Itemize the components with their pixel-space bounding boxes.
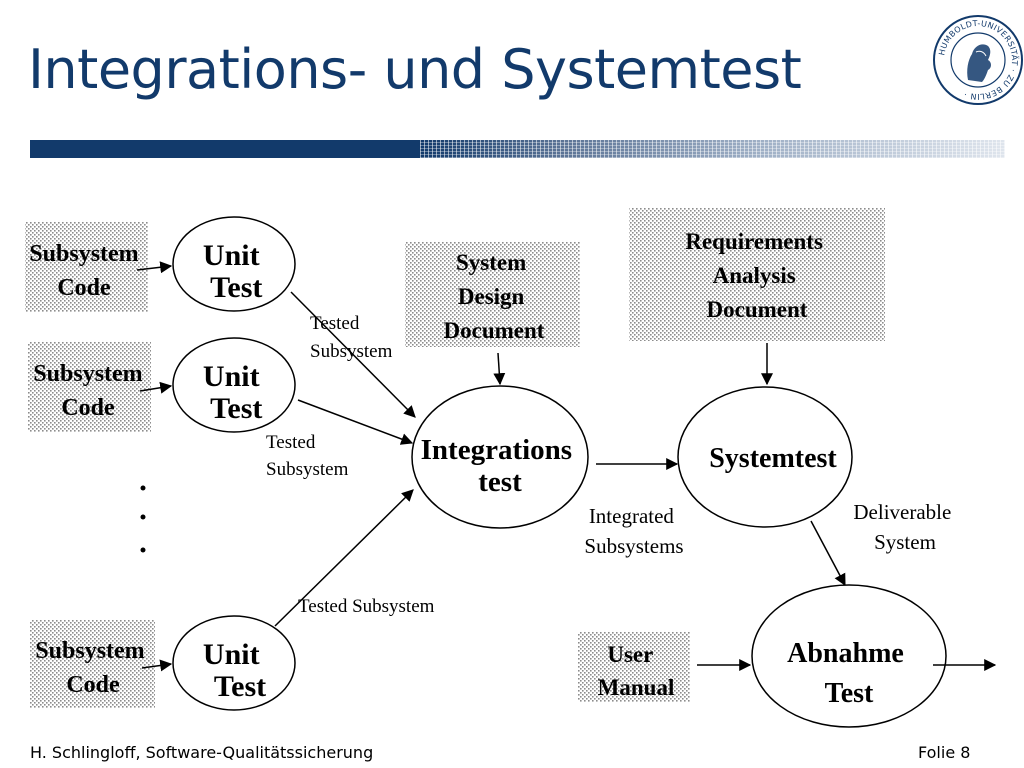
requirements-line3: Document [707, 297, 808, 322]
continuation-dot-3 [140, 547, 146, 553]
subsystem-code-1-line1: Subsystem [29, 241, 138, 267]
user-manual-line1: User [607, 642, 653, 667]
unit-test-3-line1: Unit [203, 638, 260, 671]
arrow-unit1-to-integration [290, 291, 416, 418]
unit-test-node-3 [172, 615, 296, 711]
integration-test-line2: test [478, 466, 522, 498]
svg-text:Integrated Subsystems: Integrated Subsystems [584, 504, 683, 558]
tested-subsystem-label-3: Tested Subsystem [298, 596, 435, 617]
system-design-line2: Design [458, 284, 525, 309]
tested-subsystem-label-1-line1: Tested [310, 313, 360, 334]
svg-text:Unit Test Unit Tes: Unit Test Unit Test Unit Test [203, 239, 270, 703]
continuation-dot-2 [140, 514, 146, 520]
subsystem-code-box-1 [25, 222, 148, 312]
subsystem-code-2-line1: Subsystem [33, 361, 142, 387]
arrow-design-to-integration [493, 352, 506, 386]
unit-test-1-line1: Unit [203, 239, 260, 272]
user-manual-box [578, 632, 690, 702]
unit-test-2-line2: Test [210, 392, 262, 425]
footer-slide-number: Folie 8 [918, 743, 971, 762]
university-seal-logo: HUMBOLDT-UNIVERSITÄT · ZU BERLIN · [933, 15, 1023, 105]
acceptance-test-node [751, 584, 947, 728]
system-design-line3: Document [444, 318, 545, 343]
tested-subsystem-label-1-line2: Subsystem [310, 341, 393, 362]
subsystem-code-1-line2: Code [57, 275, 111, 301]
integration-test-line1: Integrations [421, 434, 572, 466]
deliverable-system-line1: Deliverable [853, 500, 951, 524]
integrated-subsystems-line1: Integrated [589, 504, 675, 528]
title-underline-texture [420, 140, 1005, 158]
unit-test-3-line2: Test [214, 670, 266, 703]
arrow-code-to-unit-3 [141, 659, 173, 672]
requirements-line2: Analysis [713, 263, 796, 288]
continuation-dot-1 [140, 485, 146, 491]
requirements-document-box [629, 208, 885, 341]
unit-test-node-2 [172, 337, 296, 433]
subsystem-code-box-3 [30, 620, 155, 708]
arrow-unit2-to-integration [297, 399, 414, 445]
integrated-subsystems-line2: Subsystems [584, 534, 683, 558]
unit-test-2-line1: Unit [203, 360, 260, 393]
integration-test-node [411, 385, 589, 529]
acceptance-test-line2: Test [825, 678, 874, 709]
subsystem-code-3-line1: Subsystem [35, 638, 144, 664]
svg-text:Abnahme Test: Abnahme Test [787, 638, 911, 709]
footer-author-course: H. Schlingloff, Software-Qualitätssicher… [30, 743, 374, 762]
arrow-code-to-unit-1 [136, 261, 173, 274]
requirements-line1: Requirements [685, 229, 823, 254]
unit-test-1-line2: Test [210, 271, 262, 304]
arrow-code-to-unit-2 [139, 381, 173, 394]
subsystem-code-box-2 [28, 342, 151, 432]
tested-subsystem-label-2-line2: Subsystem [266, 459, 349, 480]
systemtest-node [677, 386, 853, 528]
acceptance-test-line1: Abnahme [787, 638, 904, 669]
svg-text:System Design Document: System Design Document [444, 250, 545, 343]
svg-text:Requirements Analysis: Requirements Analysis Document [685, 229, 828, 322]
subsystem-code-3-line2: Code [66, 672, 120, 698]
svg-text:Deliverable System: Deliverable System [853, 500, 956, 554]
arrow-unit3-to-integration [274, 489, 414, 627]
deliverable-system-line2: System [874, 530, 936, 554]
unit-test-node-1 [172, 216, 296, 312]
svg-text:Integrations test: Integrations test [421, 434, 580, 498]
arrow-systemtest-to-acceptance [810, 520, 846, 587]
systemtest-label: Systemtest [709, 443, 837, 474]
tested-subsystem-label-2-line1: Tested [266, 432, 316, 453]
subsystem-code-2-line2: Code [61, 395, 115, 421]
user-manual-line2: Manual [598, 675, 675, 700]
svg-text:Tested Subsystem Teste: Tested Subsystem Tested Subsystem Tested… [266, 313, 435, 617]
svg-text:Systemtest: Systemtest [709, 443, 837, 474]
system-design-line1: System [456, 250, 526, 275]
svg-text:User Manual: User Manual [598, 642, 675, 700]
page-title: Integrations- und Systemtest [28, 38, 802, 101]
svg-text:Subsystem Code Subsyst: Subsystem Code Subsystem Code Subsystem … [29, 241, 150, 698]
system-design-document-box [405, 242, 580, 347]
